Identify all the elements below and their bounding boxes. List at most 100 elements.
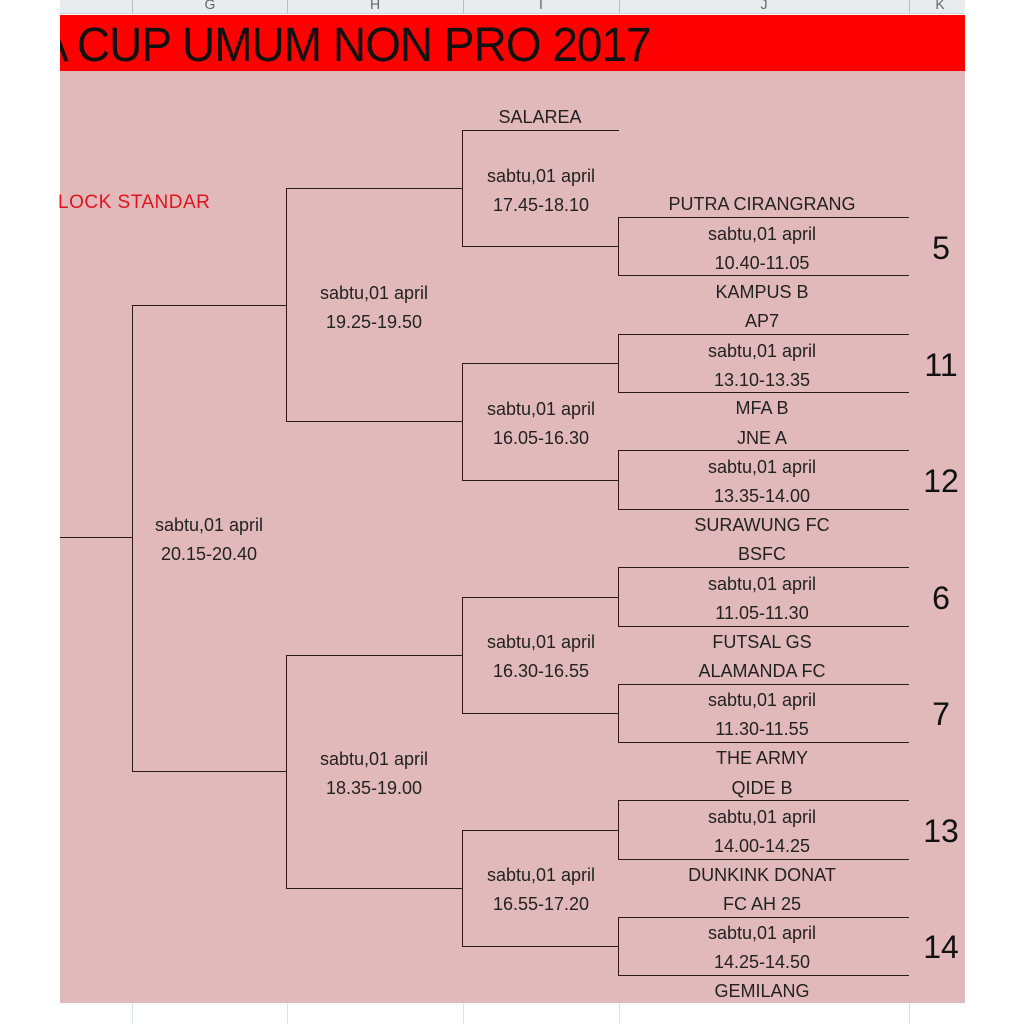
match-13-team-a: QIDE B <box>731 778 793 798</box>
qf-4-bracket-vertical <box>462 830 463 947</box>
match-7-time: 11.30-11.55 <box>715 719 809 739</box>
match-12-team-a: JNE A <box>736 428 788 448</box>
qf-3-date: sabtu,01 april <box>486 632 596 652</box>
empty-grid-row[interactable] <box>60 1003 965 1024</box>
match-6-date: sabtu,01 april <box>707 574 817 594</box>
match-6-team-a: BSFC <box>737 544 787 564</box>
qf-1-time: 17.45-18.10 <box>492 195 590 215</box>
grid-line <box>287 1003 288 1024</box>
match-6-vertical <box>618 567 619 626</box>
column-header-bar: G H I J K <box>60 0 965 14</box>
match-5-team-b: KAMPUS B <box>715 282 809 302</box>
column-separator <box>463 0 464 13</box>
semifinal-1-time: 19.25-19.50 <box>325 312 423 332</box>
match-13-winner-line <box>462 830 619 831</box>
match-5-bottom-line <box>618 275 909 276</box>
column-separator <box>909 0 910 13</box>
qf-2-line <box>286 421 463 422</box>
semifinal-2-time: 18.35-19.00 <box>325 778 423 798</box>
match-12-team-b: SURAWUNG FC <box>694 515 830 535</box>
semifinal-1-line <box>132 305 287 306</box>
match-7-date: sabtu,01 april <box>707 690 817 710</box>
match-5-date: sabtu,01 april <box>707 224 817 244</box>
match-12-winner-line <box>462 480 619 481</box>
match-14-number: 14 <box>923 929 959 965</box>
match-13-bottom-line <box>618 859 909 860</box>
match-7-team-b: THE ARMY <box>715 748 809 768</box>
match-7-vertical <box>618 684 619 743</box>
match-11-team-a: AP7 <box>744 311 780 331</box>
title-cell[interactable]: A CUP UMUM NON PRO 2017 <box>60 15 965 71</box>
match-11-date: sabtu,01 april <box>707 341 817 361</box>
qf-4-line <box>286 888 463 889</box>
match-13-number: 13 <box>923 813 959 849</box>
column-separator <box>132 0 133 13</box>
match-6-number: 6 <box>932 580 950 616</box>
column-separator <box>287 0 288 13</box>
column-header-h[interactable]: H <box>369 0 381 12</box>
match-6-team-b: FUTSAL GS <box>712 632 812 652</box>
match-6-winner-line <box>462 597 619 598</box>
match-12-date: sabtu,01 april <box>707 457 817 477</box>
match-5-number: 5 <box>932 230 950 266</box>
match-12-number: 12 <box>923 463 959 499</box>
match-7-winner-line <box>462 713 619 714</box>
qf-2-date: sabtu,01 april <box>486 399 596 419</box>
semifinal-2-bracket-vertical <box>286 655 287 888</box>
qf-3-time: 16.30-16.55 <box>492 661 590 681</box>
match-6-time: 11.05-11.30 <box>715 603 809 623</box>
column-header-j[interactable]: J <box>760 0 768 12</box>
match-13-date: sabtu,01 april <box>707 807 817 827</box>
match-5-top-line <box>618 217 909 218</box>
column-header-i[interactable]: I <box>539 0 543 12</box>
qf-1-bracket-vertical <box>462 130 463 247</box>
final-date: sabtu,01 april <box>154 515 264 535</box>
match-14-team-a: FC AH 25 <box>722 894 802 914</box>
match-14-winner-line <box>462 946 619 947</box>
qf-2-time: 16.05-16.30 <box>492 428 590 448</box>
match-5-team-a: PUTRA CIRANGRANG <box>668 194 856 214</box>
match-11-vertical <box>618 334 619 393</box>
qf-4-time: 16.55-17.20 <box>492 894 590 914</box>
final-bracket-vertical <box>132 305 133 771</box>
qf-4-date: sabtu,01 april <box>486 865 596 885</box>
qf-3-bracket-vertical <box>462 597 463 714</box>
match-14-top-line <box>618 917 909 918</box>
match-6-bottom-line <box>618 626 909 627</box>
final-time: 20.15-20.40 <box>160 544 258 564</box>
match-12-time: 13.35-14.00 <box>713 486 811 506</box>
match-13-top-line <box>618 800 909 801</box>
qf-1-line <box>286 188 463 189</box>
bye-team-salarea: SALAREA <box>498 107 582 127</box>
match-11-team-b: MFA B <box>735 398 789 418</box>
match-14-date: sabtu,01 april <box>707 923 817 943</box>
qf-2-bracket-vertical <box>462 363 463 480</box>
qf-3-line <box>286 655 463 656</box>
match-5-winner-line <box>462 246 619 247</box>
semifinal-1-bracket-vertical <box>286 188 287 422</box>
match-12-bottom-line <box>618 509 909 510</box>
match-7-bottom-line <box>618 742 909 743</box>
match-5-time: 10.40-11.05 <box>714 253 810 273</box>
match-13-vertical <box>618 800 619 859</box>
match-14-time: 14.25-14.50 <box>713 952 811 972</box>
column-header-g[interactable]: G <box>204 0 216 12</box>
match-14-team-b: GEMILANG <box>714 981 810 1001</box>
match-12-top-line <box>618 450 909 451</box>
tournament-title: A CUP UMUM NON PRO 2017 <box>60 16 652 71</box>
grid-line <box>909 1003 910 1024</box>
match-7-top-line <box>618 684 909 685</box>
bracket-sheet[interactable] <box>60 71 965 1003</box>
match-11-top-line <box>618 334 909 335</box>
match-11-number: 11 <box>924 347 958 383</box>
match-7-team-a: ALAMANDA FC <box>698 661 826 681</box>
match-13-time: 14.00-14.25 <box>713 836 811 856</box>
match-6-top-line <box>618 567 909 568</box>
semifinal-2-line <box>132 771 287 772</box>
grid-line <box>619 1003 620 1024</box>
match-7-number: 7 <box>932 696 950 732</box>
grid-line <box>132 1003 133 1024</box>
column-separator <box>619 0 620 13</box>
semifinal-1-date: sabtu,01 april <box>319 283 429 303</box>
column-header-k[interactable]: K <box>935 0 945 12</box>
